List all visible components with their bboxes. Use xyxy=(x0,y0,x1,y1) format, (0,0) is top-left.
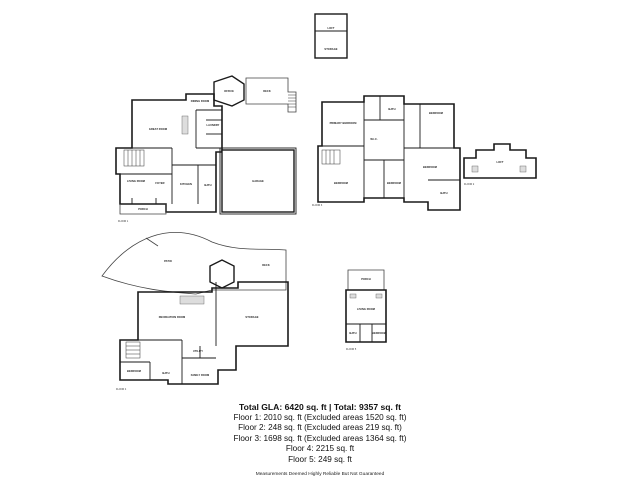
room-label: BEDROOM xyxy=(372,331,386,335)
room-label: OFFICE xyxy=(224,89,234,93)
room-label: BATH xyxy=(349,331,356,335)
total-area: Total GLA: 6420 sq. ft | Total: 9357 sq.… xyxy=(238,402,402,412)
room-label: DINING ROOM xyxy=(191,99,209,103)
room-label: BEDROOM xyxy=(334,181,348,185)
room-label: LAUNDRY xyxy=(207,123,220,127)
room-label: PRIMARY BEDROOM xyxy=(330,121,357,125)
floor-3-area: Floor 3: 1698 sq. ft (Excluded areas 136… xyxy=(233,433,407,443)
room-label: BEDROOM xyxy=(387,181,401,185)
room-label: LIVING ROOM xyxy=(357,307,375,311)
floor-label: FLOOR 4 xyxy=(116,388,127,391)
room-label: RECREATION ROOM xyxy=(159,315,186,319)
room-label: BATH xyxy=(162,371,169,375)
room-label: BATH xyxy=(440,191,447,195)
room-label: BATH xyxy=(388,107,395,111)
floor-label: FLOOR 2 xyxy=(464,183,475,186)
room-label: PATIO xyxy=(164,259,172,263)
floor-3-plan: PRIMARY BEDROOM BATH BEDROOM BEDROOM BED… xyxy=(312,95,461,211)
floor-5-area: Floor 5: 249 sq. ft xyxy=(288,454,352,464)
detached-structure-plan: PORCH LIVING ROOM BATH BEDROOM FLOOR 5 xyxy=(345,269,387,351)
floor-2-plan: LOFT FLOOR 2 xyxy=(463,143,537,186)
room-label: FOYER xyxy=(155,181,164,185)
room-label: KITCHEN xyxy=(180,182,192,186)
floor-label: FLOOR 1 xyxy=(118,220,129,223)
room-label: BEDROOM xyxy=(429,111,443,115)
area-summary: Total GLA: 6420 sq. ft | Total: 9357 sq.… xyxy=(180,402,460,481)
room-label: W.I.C. xyxy=(370,137,378,141)
room-label: STORAGE xyxy=(245,315,258,319)
floor-2-area: Floor 2: 248 sq. ft (Excluded areas 219 … xyxy=(238,423,402,432)
floor-plan-drawing: LOFT STORAGE DECK OFFICE xyxy=(101,13,537,391)
room-label: DECK xyxy=(262,263,270,267)
room-label: FAMILY ROOM xyxy=(191,373,210,377)
floor-label: FLOOR 3 xyxy=(312,204,323,207)
floor-1-plan: DECK OFFICE GREAT ROOM DINING ROOM LIVIN xyxy=(115,75,297,223)
room-label: STORAGE xyxy=(324,47,337,51)
floor-4-plan: PATIO DECK RECREATION ROOM STORAGE BEDRO… xyxy=(101,232,289,391)
room-label: LOFT xyxy=(497,160,504,164)
room-label: UTILITY xyxy=(193,349,203,353)
room-label: PORCH xyxy=(138,207,148,211)
room-label: PORCH xyxy=(361,277,371,281)
disclaimer: Measurements Deemed Highly Reliable But … xyxy=(255,472,385,477)
room-label: BATH xyxy=(204,183,211,187)
floor-1-area: Floor 1: 2010 sq. ft (Excluded areas 152… xyxy=(233,412,407,422)
floor-label: FLOOR 5 xyxy=(346,348,357,351)
room-label: LIVING ROOM xyxy=(127,179,145,183)
floor-4-area: Floor 4: 2215 sq. ft xyxy=(285,444,355,453)
room-label: BEDROOM xyxy=(423,165,437,169)
room-label: DECK xyxy=(263,89,271,93)
room-label: LOFT xyxy=(328,26,335,30)
room-label: GARAGE xyxy=(252,179,264,183)
floor-5-plan: LOFT STORAGE xyxy=(314,13,348,59)
room-label: BEDROOM xyxy=(127,369,141,373)
room-label: GREAT ROOM xyxy=(149,127,167,131)
